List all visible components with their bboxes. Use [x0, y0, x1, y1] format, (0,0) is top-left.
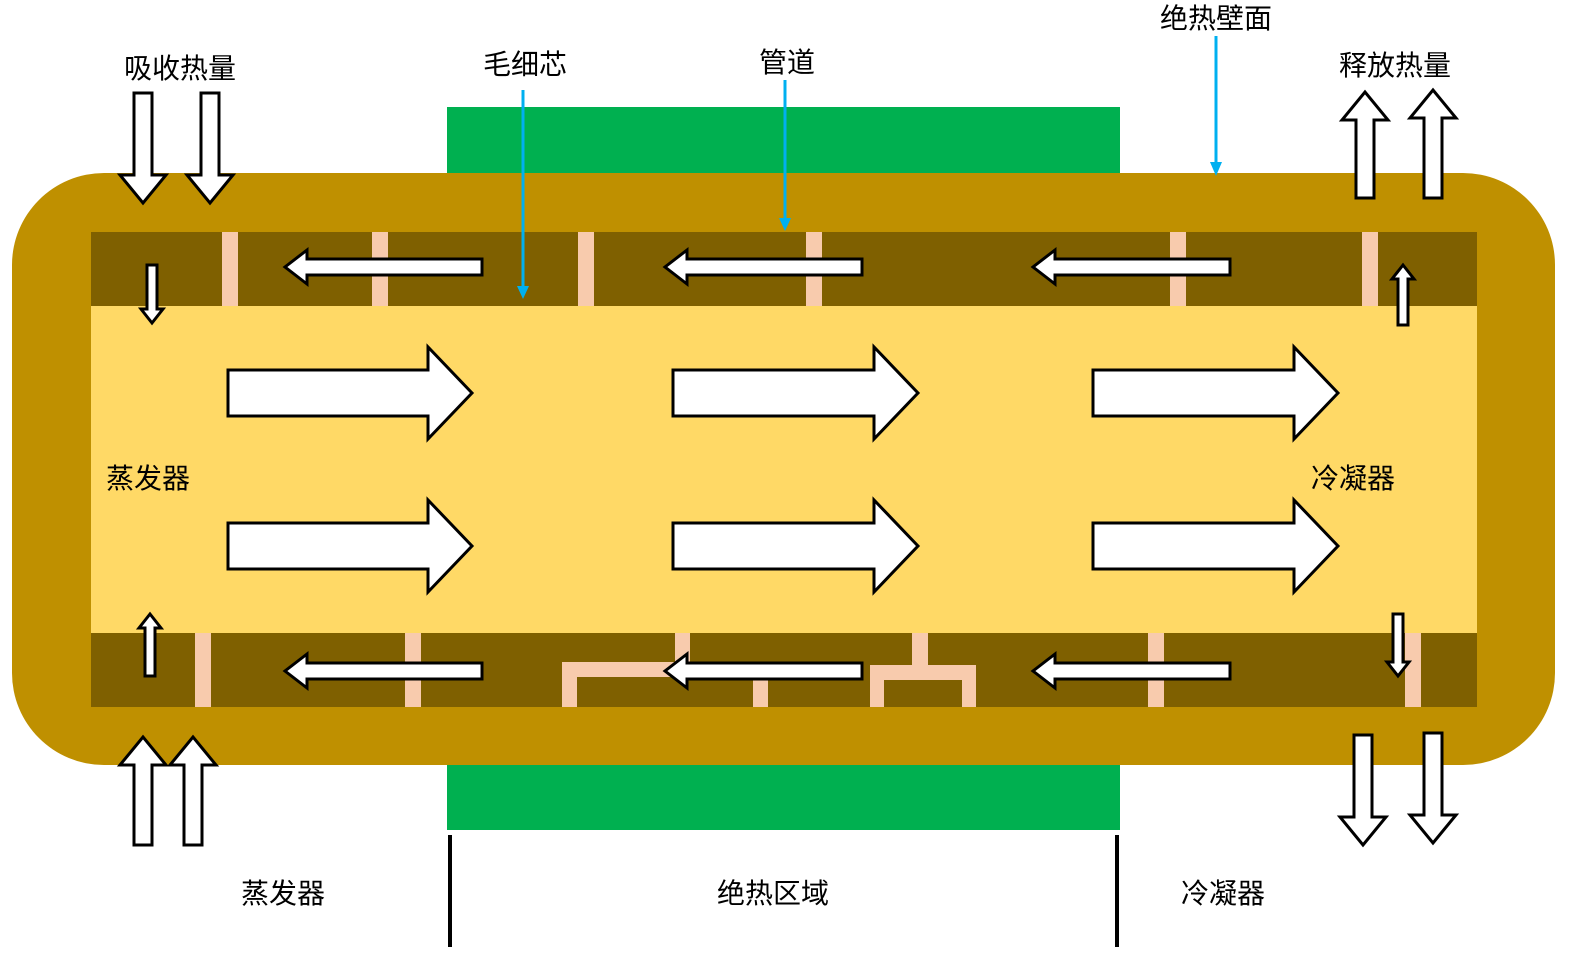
vapor-flow-arrow [226, 343, 475, 443]
adiabatic-section-label: 绝热区域 [717, 877, 829, 910]
wick-pore [1362, 232, 1378, 306]
vapor-flow-arrow [1091, 343, 1341, 443]
wick-pore [578, 232, 594, 306]
heat-in-arrow [116, 91, 170, 206]
vapor-flow-arrow [671, 496, 921, 596]
wick-pore [195, 633, 211, 707]
vapor-flow-arrow [671, 343, 921, 443]
liquid-return-arrow [282, 246, 484, 288]
heat-out-arrow [1406, 731, 1460, 846]
condenser-section-label: 冷凝器 [1181, 877, 1265, 910]
liquid-return-arrow [1030, 246, 1232, 288]
evaporation-arrow [137, 263, 167, 326]
heat-in-arrow [166, 734, 220, 847]
condensation-arrow [1388, 262, 1418, 327]
heat-in-arrow [116, 734, 170, 847]
heat-out-arrow [1406, 87, 1460, 200]
wick-pore [870, 665, 976, 680]
absorb-heat-label: 吸收热量 [124, 52, 236, 85]
liquid-return-arrow [1030, 650, 1232, 692]
vapor-core [91, 306, 1477, 633]
heat-out-arrow [1338, 89, 1392, 200]
evaporation-arrow [135, 611, 165, 678]
condensation-arrow [1383, 612, 1413, 679]
liquid-return-arrow [662, 246, 864, 288]
vapor-flow-arrow [226, 496, 475, 596]
wick-pore [870, 665, 884, 707]
wick-pore [562, 662, 577, 707]
evaporator-inner-label: 蒸发器 [106, 462, 190, 495]
wick-pore [912, 633, 928, 666]
wall-leader-arrowhead [1210, 162, 1222, 176]
liquid-return-arrow [662, 650, 864, 692]
condenser-inner-label: 冷凝器 [1311, 462, 1395, 495]
wick-pore [962, 665, 976, 707]
wick-leader-arrowhead [517, 286, 529, 299]
pipe-leader-arrowhead [779, 218, 791, 231]
heat-in-arrow [183, 91, 237, 206]
flow-arrows [116, 87, 1460, 848]
wick-pore [222, 232, 238, 306]
pipe-label: 管道 [759, 46, 815, 79]
liquid-return-arrow [282, 650, 484, 692]
wick-label: 毛细芯 [483, 48, 567, 81]
wick-pore [1405, 633, 1421, 707]
evaporator-section-label: 蒸发器 [241, 877, 325, 910]
heat-out-arrow [1336, 733, 1390, 848]
release-heat-label: 释放热量 [1339, 49, 1451, 82]
vapor-flow-arrow [1091, 496, 1341, 596]
insulation-bottom [447, 762, 1120, 830]
adiabatic-wall-label: 绝热壁面 [1160, 2, 1272, 35]
